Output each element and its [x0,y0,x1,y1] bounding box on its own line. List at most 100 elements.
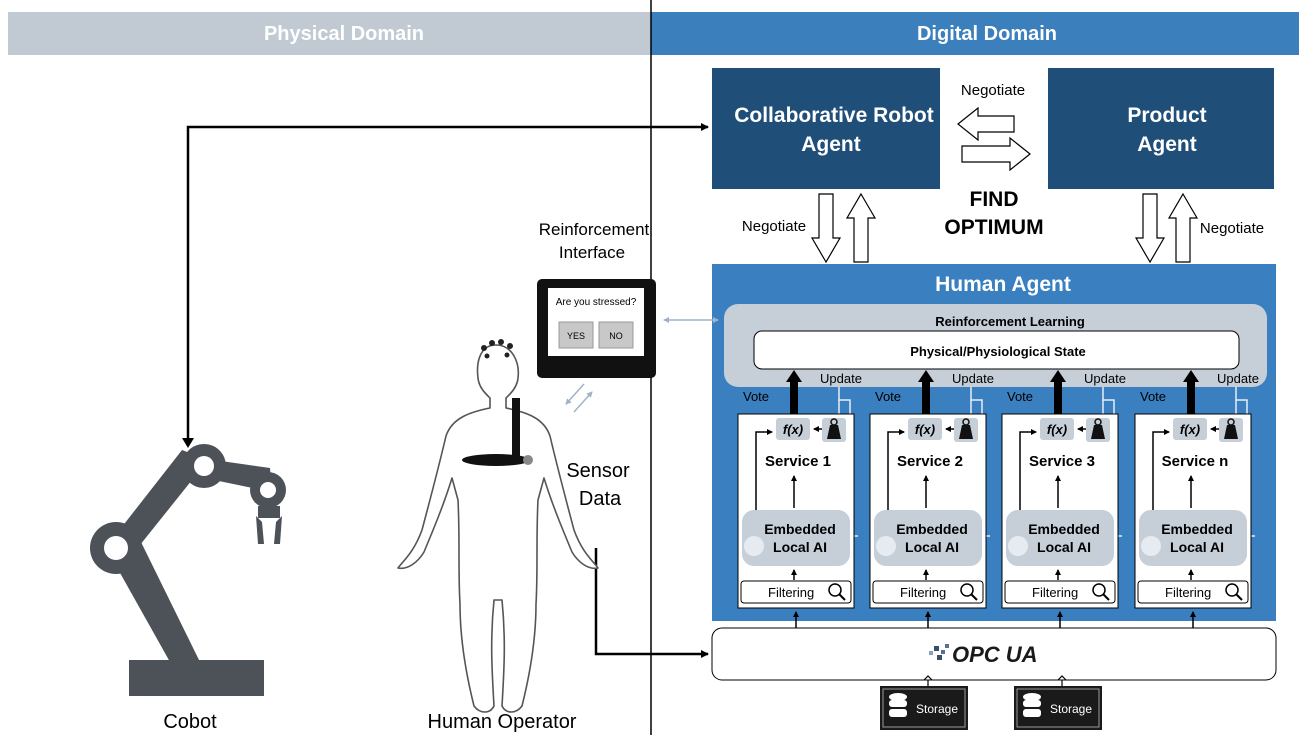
fx-box [908,418,942,440]
update-label: Update [1084,371,1126,386]
fx-box [1040,418,1074,440]
yes-button[interactable] [558,321,594,349]
database-icon-bottom [1023,709,1041,717]
monitor-human-link-a [565,383,585,405]
filtering-box [740,580,852,604]
filtering-label: Filtering [1032,585,1078,600]
database-icon-mid [889,700,907,707]
human-operator-caption: Human Operator [428,711,577,733]
embedded-ai-line1: Embedded [764,521,836,537]
fx-label: f(x) [783,422,803,437]
weight-icon-ring [1227,418,1235,426]
no-button-label: NO [609,331,623,341]
storage-label: Storage [1050,702,1092,716]
physical-domain-label: Physical Domain [264,23,424,45]
reinforcement-interface-title-line1: Reinforcement [539,220,650,239]
embedded-ai-box [1139,510,1247,566]
cobot-agent-box[interactable] [712,68,940,189]
reinforcement-learning-title: Reinforcement Learning [935,314,1085,329]
product-agent-title-line2: Agent [1137,133,1197,156]
database-icon [1023,693,1041,701]
opcua-bus[interactable] [711,627,1277,681]
cobot-caption: Cobot [163,711,217,733]
cobot-agent-title-line1: Collaborative Robot [734,104,934,127]
vote-arrow-head [786,370,802,382]
storage-inner-frame [882,688,966,728]
ai-head-icon [1008,536,1028,556]
service-title: Service 1 [765,453,831,470]
filtering-label: Filtering [768,585,814,600]
update-label: Update [1217,371,1259,386]
update-label: Update [952,371,994,386]
database-icon-mid [1023,700,1041,707]
physical-state-box [753,330,1240,370]
filtering-box [1137,580,1249,604]
service-title: Service 3 [1029,453,1095,470]
weight-icon-ring [962,418,970,426]
weight-icon [959,425,973,439]
vote-arrow [1054,380,1062,414]
filtering-box [1004,580,1116,604]
weight-icon [1091,425,1105,439]
vote-label: Vote [1007,389,1033,404]
negotiate-up-arrow-right [1167,192,1199,263]
negotiate-up-arrow-left [845,192,877,263]
weight-icon-ring [1094,418,1102,426]
storage-unit[interactable]: Storage [1014,675,1102,730]
ai-head-icon [1141,536,1161,556]
monitor-human-link-b [573,391,593,413]
feedback-loop-arrow [887,429,905,512]
weight-icon [827,425,841,439]
digital-domain-header [651,12,1299,55]
embedded-ai-line2: Local AI [1170,539,1224,555]
embedded-ai-box [742,510,850,566]
sensor-data-line2: Data [579,488,622,510]
fx-label: f(x) [1180,422,1200,437]
magnifier-icon [1092,583,1106,597]
magnifier-handle [1235,593,1243,601]
vote-arrow [790,380,798,414]
physical-state-label: Physical/Physiological State [910,344,1086,359]
vote-label: Vote [875,389,901,404]
filtering-box [872,580,984,604]
vote-arrow [922,380,930,414]
magnifier-handle [1102,593,1110,601]
stress-question: Are you stressed? [556,297,637,308]
feedback-loop-arrow [1152,429,1170,512]
service-title: Service 2 [897,453,963,470]
magnifier-handle [838,593,846,601]
storage-label: Storage [916,702,958,716]
negotiate-right-arrow [961,136,1031,172]
weight-icon [1224,425,1238,439]
vote-arrow-head [1050,370,1066,382]
service-title: Service n [1162,453,1229,470]
vote-arrow-head [918,370,934,382]
sensor-data-line1: Sensor [566,460,630,482]
cobot-agent-edge-mask [940,95,952,129]
no-button[interactable] [598,321,634,349]
opcua-logo-icon [929,644,949,660]
vote-label: Vote [1140,389,1166,404]
embedded-ai-line1: Embedded [1028,521,1100,537]
human-agent-title: Human Agent [935,273,1071,296]
magnifier-icon [828,583,842,597]
negotiate-down-arrow-left [810,193,842,264]
database-icon [889,693,907,701]
storage-inner-frame [1016,688,1100,728]
negotiate-left-arrow [957,106,1015,142]
agent-cobot-link-head [182,438,194,448]
fx-box [776,418,810,440]
product-agent-box[interactable] [1048,68,1274,189]
filtering-label: Filtering [1165,585,1211,600]
feedback-loop-arrow [755,429,773,512]
database-icon-bottom [889,709,907,717]
feedback-loop-arrow [1019,429,1037,512]
fx-label: f(x) [1047,422,1067,437]
chest-strap-sensor-icon [462,398,533,466]
storage-unit[interactable]: Storage [880,675,968,730]
embedded-ai-line2: Local AI [1037,539,1091,555]
reinforcement-interface-title-line2: Interface [559,243,625,262]
embedded-ai-box [874,510,982,566]
